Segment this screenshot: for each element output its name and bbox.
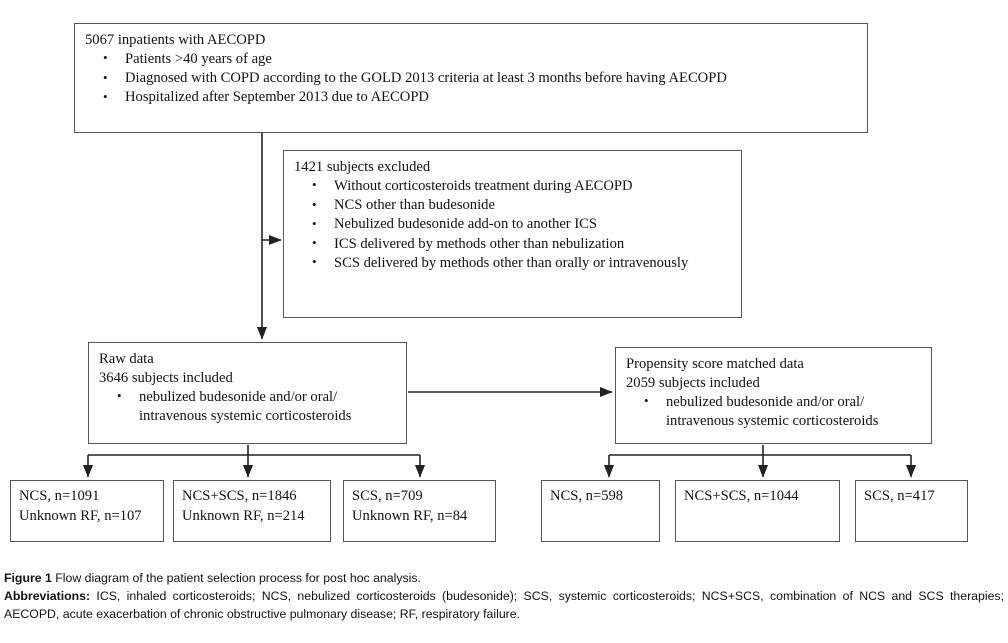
leaf-psm-ncs-scs: NCS+SCS, n=1044 [675,480,840,542]
psm-data-title: Propensity score matched data [626,356,804,372]
leaf-raw-scs: SCS, n=709 Unknown RF, n=84 [343,480,496,542]
excluded-headline: 1421 subjects excluded [294,159,431,175]
caption-abbrev-label: Abbreviations: [4,589,91,604]
excluded-reason: NCS other than budesonide [294,196,733,215]
psm-data-detail-line1: nebulized budesonide and/or oral/ [666,393,865,410]
caption-figure-text: Flow diagram of the patient selection pr… [51,571,421,585]
leaf-raw-ncs-sub: Unknown RF, n=107 [19,507,142,524]
cohort-criteria-list: Patients >40 years of age Diagnosed with… [85,49,859,108]
node-raw-data: Raw data 3646 subjects included nebulize… [88,342,407,444]
leaf-psm-scs: SCS, n=417 [855,480,968,542]
excluded-reason: Nebulized budesonide add-on to another I… [294,215,733,234]
psm-data-detail: nebulized budesonide and/or oral/ intrav… [626,392,923,432]
leaf-raw-ncs: NCS, n=1091 Unknown RF, n=107 [10,480,164,542]
raw-data-detail-line1: nebulized budesonide and/or oral/ [139,388,338,405]
excluded-reasons-list: Without corticosteroids treatment during… [294,176,733,273]
psm-data-detail-list: nebulized budesonide and/or oral/ intrav… [626,392,923,432]
raw-data-detail-list: nebulized budesonide and/or oral/ intrav… [99,387,398,427]
cohort-criterion: Hospitalized after September 2013 due to… [85,88,859,107]
leaf-raw-ncs-scs: NCS+SCS, n=1846 Unknown RF, n=214 [173,480,331,542]
leaf-raw-ncs-scs-sub: Unknown RF, n=214 [182,507,305,524]
cohort-criterion: Patients >40 years of age [85,49,859,69]
node-cohort: 5067 inpatients with AECOPD Patients >40… [74,23,868,133]
leaf-raw-ncs-scs-label: NCS+SCS, n=1846 [182,488,297,504]
excluded-reason: ICS delivered by methods other than nebu… [294,234,733,254]
figure-caption: Figure 1 Flow diagram of the patient sel… [4,569,1004,624]
psm-data-detail-line2: intravenous systemic corticosteroids [666,413,879,430]
cohort-headline: 5067 inpatients with AECOPD [85,32,266,48]
cohort-criterion: Diagnosed with COPD according to the GOL… [85,69,859,88]
raw-data-title: Raw data [99,351,154,367]
leaf-raw-ncs-label: NCS, n=1091 [19,488,100,504]
node-psm-data: Propensity score matched data 2059 subje… [615,347,932,444]
node-excluded: 1421 subjects excluded Without corticost… [283,150,742,318]
raw-data-detail-line2: intravenous systemic corticosteroids [139,408,352,425]
psm-data-headline: 2059 subjects included [626,374,760,391]
leaf-raw-scs-label: SCS, n=709 [352,488,423,504]
raw-data-detail: nebulized budesonide and/or oral/ intrav… [99,387,398,427]
leaf-psm-scs-label: SCS, n=417 [864,488,935,504]
leaf-psm-ncs-label: NCS, n=598 [550,488,624,504]
caption-figure-label: Figure 1 [4,571,52,585]
leaf-raw-scs-sub: Unknown RF, n=84 [352,507,468,524]
excluded-reason: Without corticosteroids treatment during… [294,176,733,196]
caption-line-2: Abbreviations: ICS, inhaled corticostero… [4,589,1004,621]
caption-line-1: Figure 1 Flow diagram of the patient sel… [4,569,1004,587]
excluded-reason: SCS delivered by methods other than oral… [294,253,733,273]
leaf-psm-ncs-scs-label: NCS+SCS, n=1044 [684,488,799,504]
raw-data-headline: 3646 subjects included [99,369,233,386]
leaf-psm-ncs: NCS, n=598 [541,480,660,542]
caption-abbrev-text: ICS, inhaled corticosteroids; NCS, nebul… [4,589,1004,622]
